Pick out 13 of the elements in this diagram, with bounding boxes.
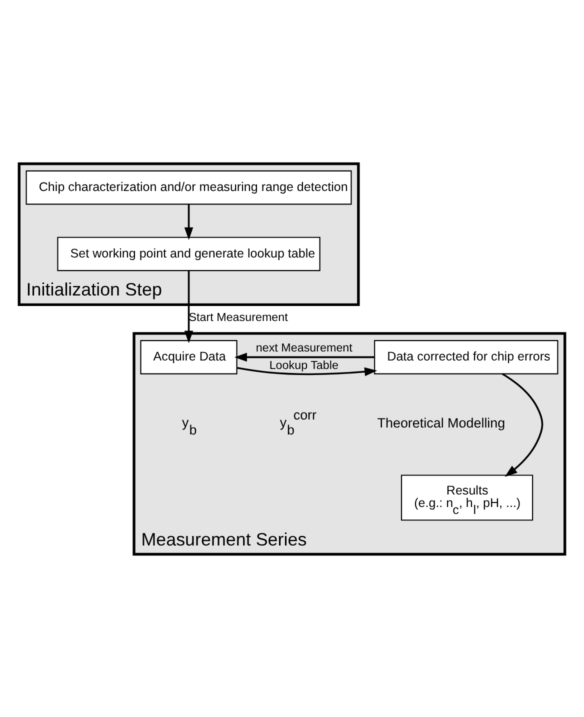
edge-label: next Measurement (256, 340, 352, 354)
node-box: Data corrected for chip errors (374, 340, 558, 374)
arrow (236, 366, 378, 376)
arrow (184, 270, 194, 343)
edge-label: Start Measurement (188, 310, 288, 324)
arrow (502, 372, 544, 476)
label: Theoretical Modelling (377, 415, 506, 430)
arrow (234, 352, 374, 362)
node-box: Acquire Data (140, 340, 238, 374)
edge-label: Lookup Table (269, 358, 338, 372)
node-box: Set working point and generate lookup table (57, 236, 320, 271)
arrow (184, 204, 194, 240)
node-box: Chip characterization and/or measuring range detection (26, 170, 352, 204)
